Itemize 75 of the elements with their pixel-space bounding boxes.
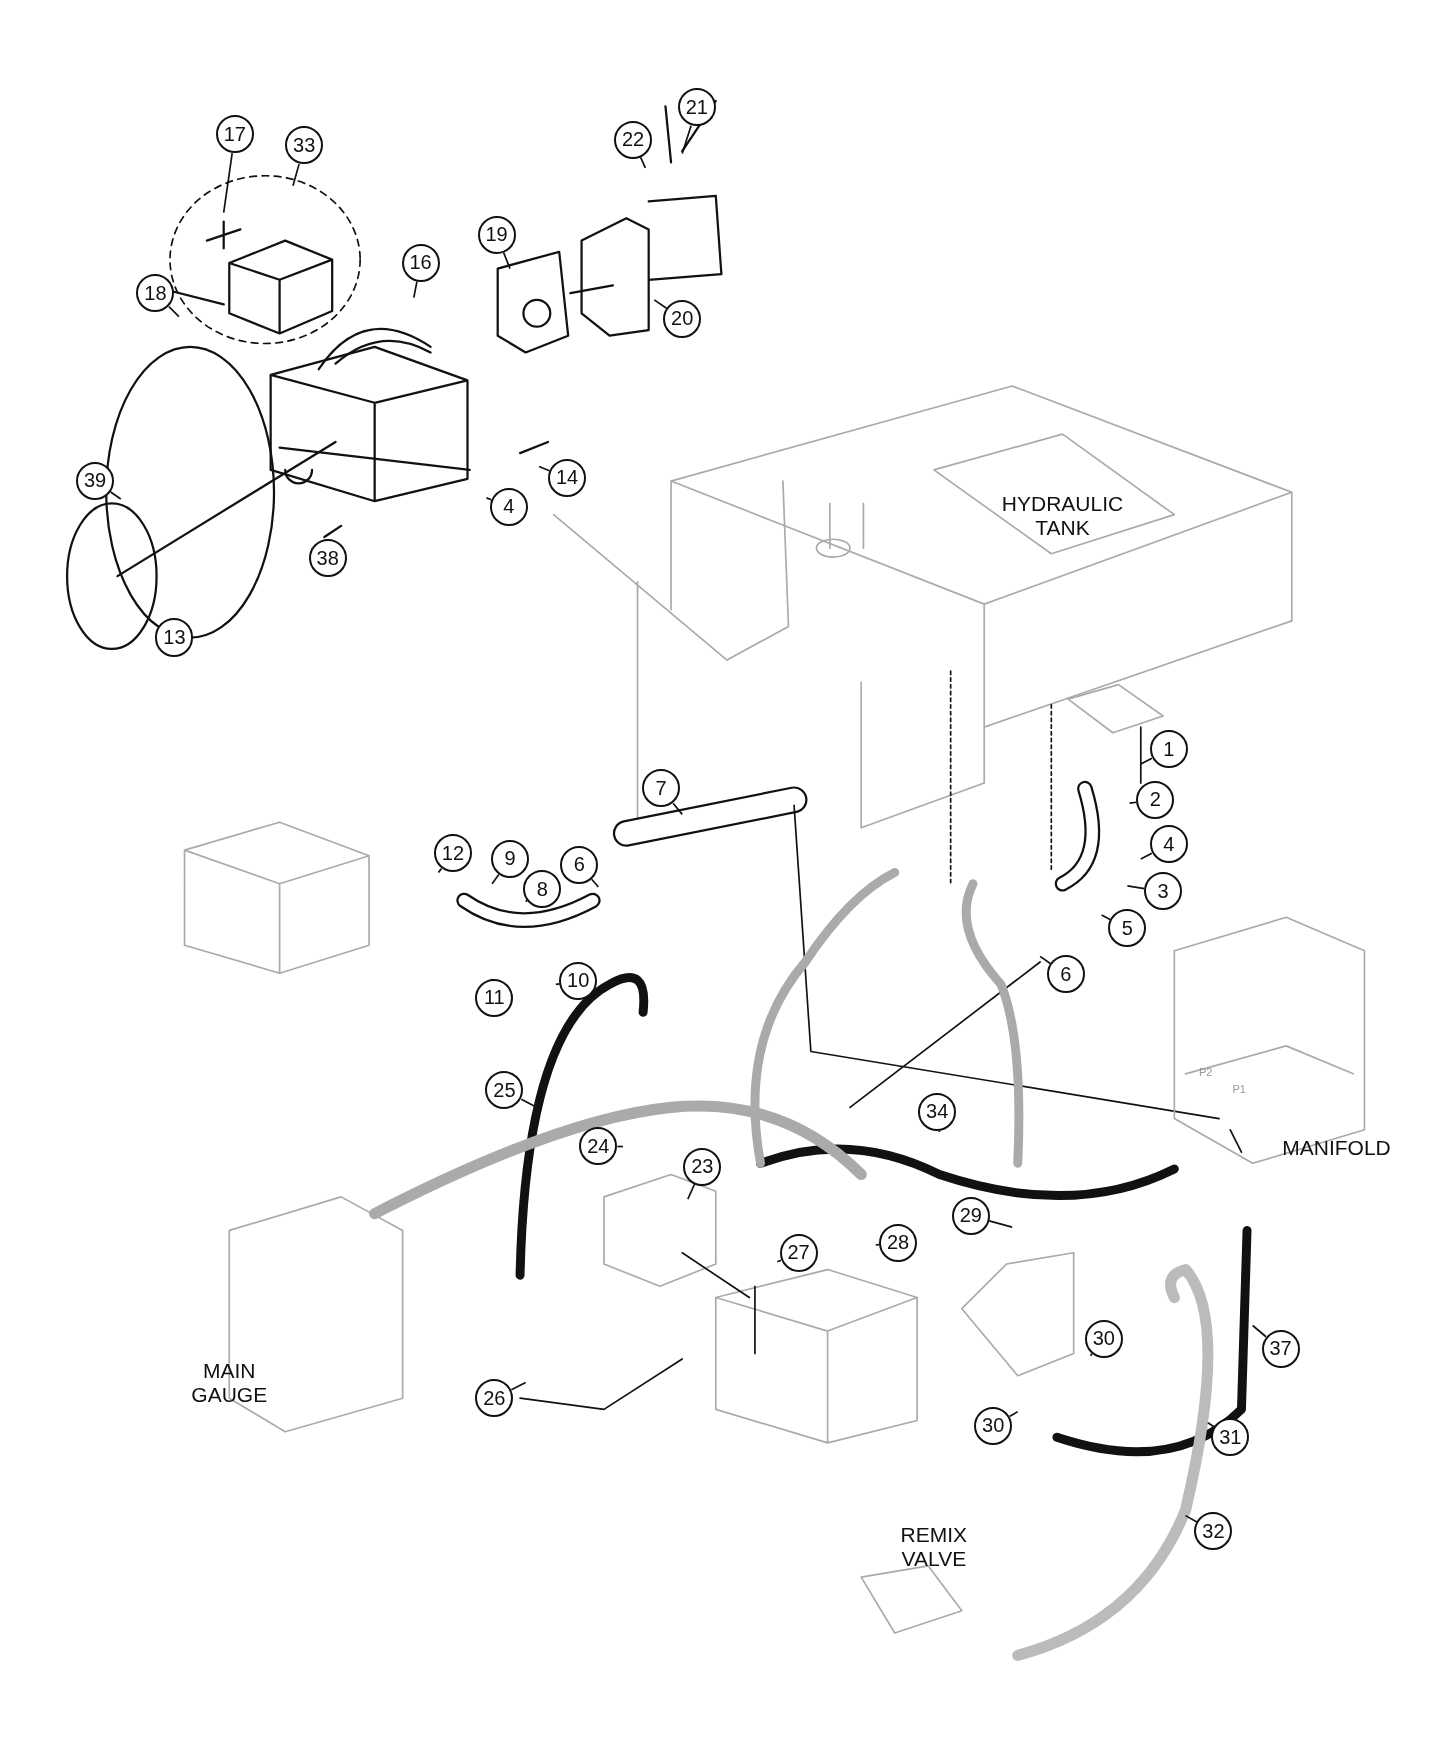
leader-line xyxy=(681,124,692,155)
leader-line xyxy=(538,465,551,472)
callout-number: 3 xyxy=(1144,872,1183,911)
leader-line xyxy=(555,983,561,986)
callout-number: 6 xyxy=(1046,955,1085,994)
callout-number: 16 xyxy=(401,243,440,282)
callout-number: 39 xyxy=(76,461,115,500)
callout-number: 21 xyxy=(677,88,716,127)
part-label: HYDRAULIC TANK xyxy=(1000,492,1125,541)
callout-number: 14 xyxy=(548,458,587,497)
part-label: REMIX VALVE xyxy=(899,1523,969,1572)
part-label: MAIN GAUGE xyxy=(190,1358,269,1408)
leader-line xyxy=(524,899,528,903)
leader-line xyxy=(1089,1352,1093,1357)
callout-number: 23 xyxy=(683,1147,722,1186)
leader-line xyxy=(1126,885,1146,890)
leader-line xyxy=(1008,1410,1019,1418)
callout-number: 13 xyxy=(155,618,194,657)
callout-number: 6 xyxy=(560,845,599,884)
leader-line xyxy=(639,156,647,169)
callout-number: 17 xyxy=(215,115,254,154)
leader-line xyxy=(520,1098,543,1111)
callout-number: 19 xyxy=(477,215,516,254)
callout-number: 37 xyxy=(1261,1329,1300,1368)
leader-line xyxy=(502,251,511,270)
port-label: P1 xyxy=(1231,1082,1247,1096)
callout-number: 30 xyxy=(974,1406,1013,1445)
callout-number: 1 xyxy=(1149,730,1188,769)
callout-number: 31 xyxy=(1211,1418,1250,1457)
callout-number: 4 xyxy=(489,487,528,526)
callout-number: 24 xyxy=(579,1127,618,1166)
part-label: MANIFOLD xyxy=(1281,1136,1392,1161)
callout-number: 20 xyxy=(663,299,702,338)
leader-line xyxy=(1039,955,1052,965)
callout-number: 9 xyxy=(491,839,529,878)
leader-line xyxy=(672,802,684,816)
leader-line xyxy=(437,867,443,874)
callout-number: 27 xyxy=(779,1233,818,1272)
leader-line xyxy=(109,491,122,500)
callout-number: 8 xyxy=(523,870,562,909)
leader-line xyxy=(590,878,600,888)
leader-line xyxy=(1251,1324,1267,1338)
callout-number: 2 xyxy=(1136,780,1175,819)
leader-line xyxy=(988,1220,1013,1228)
leader-line xyxy=(1139,757,1153,765)
leader-line xyxy=(413,280,418,299)
leader-line xyxy=(222,152,233,214)
callout-number: 7 xyxy=(641,769,680,808)
callout-number: 18 xyxy=(136,274,175,312)
callout-number: 4 xyxy=(1149,825,1188,864)
leader-line xyxy=(776,1259,782,1263)
callout-number: 28 xyxy=(879,1223,918,1262)
leader-line xyxy=(292,163,300,187)
callout-number: 38 xyxy=(308,539,347,578)
callout-number: 11 xyxy=(475,978,514,1017)
callout-number: 29 xyxy=(951,1196,990,1235)
callout-number: 25 xyxy=(485,1071,524,1110)
leader-line xyxy=(510,1381,527,1391)
callout-number: 34 xyxy=(918,1092,957,1131)
leader-line xyxy=(938,1129,941,1133)
callout-number: 32 xyxy=(1194,1512,1233,1551)
leader-line xyxy=(1207,1421,1216,1428)
callout-number: 30 xyxy=(1084,1319,1123,1358)
callout-number: 5 xyxy=(1108,909,1147,948)
leader-line xyxy=(1139,852,1153,860)
callout-number: 12 xyxy=(433,834,472,873)
leader-line xyxy=(874,1243,880,1246)
callout-number: 33 xyxy=(285,126,324,165)
leader-line xyxy=(1184,1514,1198,1523)
leader-line xyxy=(653,299,668,310)
callout-number: 22 xyxy=(614,120,652,159)
leader-line xyxy=(485,497,493,501)
port-label: P2 xyxy=(1197,1065,1214,1079)
callout-number: 10 xyxy=(559,961,598,1000)
callout-number: 26 xyxy=(475,1379,514,1417)
